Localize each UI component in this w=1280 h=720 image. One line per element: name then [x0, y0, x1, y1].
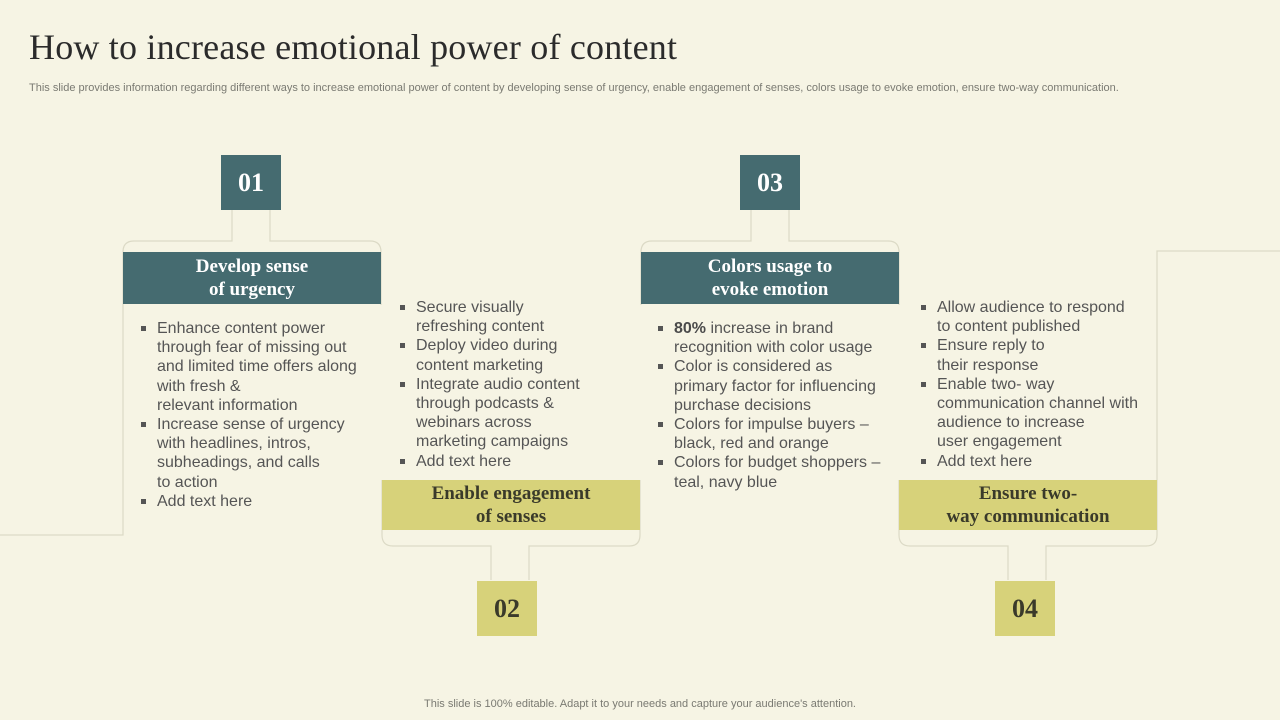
header-line: Ensure two- [978, 483, 1078, 504]
header-line: Enable engagement [431, 483, 591, 504]
header-line: of urgency [208, 279, 295, 300]
list-item: Add text here [139, 492, 379, 511]
slide-footer: This slide is 100% editable. Adapt it to… [424, 698, 856, 710]
step-number-02: 02 [477, 581, 537, 636]
step-header-communication: Ensure two-way communication [899, 480, 1157, 530]
list-item: Add text here [919, 452, 1159, 471]
step-number-01: 01 [221, 155, 281, 210]
list-item: Colors for impulse buyers –black, red an… [656, 415, 896, 453]
header-line: of senses [475, 506, 547, 527]
list-item: Colors for budget shoppers –teal, navy b… [656, 453, 896, 491]
stat-highlight: 80% [674, 320, 707, 337]
header-line: Develop sense [195, 256, 309, 277]
header-line: evoke emotion [711, 279, 829, 300]
slide-subtitle: This slide provides information regardin… [29, 82, 1119, 94]
list-item: Add text here [398, 452, 638, 471]
header-line: Colors usage to [707, 256, 833, 277]
step-number-03: 03 [740, 155, 800, 210]
header-line: way communication [946, 506, 1110, 527]
slide-title: How to increase emotional power of conte… [29, 27, 678, 67]
step-number-04: 04 [995, 581, 1055, 636]
